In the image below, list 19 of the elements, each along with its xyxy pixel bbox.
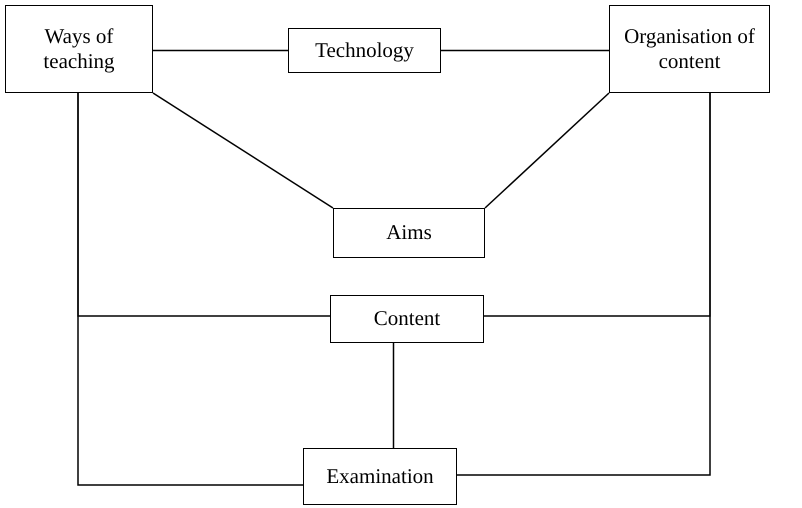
connector-line (457, 93, 711, 476)
text-box (5, 5, 153, 93)
connector-line (392, 343, 394, 448)
text-box (303, 448, 457, 505)
connector-line (484, 92, 610, 209)
node-label: Content (374, 306, 440, 332)
text-box (288, 28, 441, 73)
text-box (330, 295, 484, 343)
text-box (609, 5, 770, 93)
node-label: Aims (386, 220, 432, 246)
node-label: Technology (315, 38, 414, 64)
connector-line (152, 92, 334, 209)
connector-line (77, 93, 303, 486)
text-box (333, 208, 485, 258)
node-label: Organisation of content (623, 24, 756, 74)
node-label: Examination (326, 464, 434, 490)
connector-line (153, 50, 288, 52)
node-label: Ways of teaching (42, 24, 116, 74)
connector-line (441, 50, 609, 52)
